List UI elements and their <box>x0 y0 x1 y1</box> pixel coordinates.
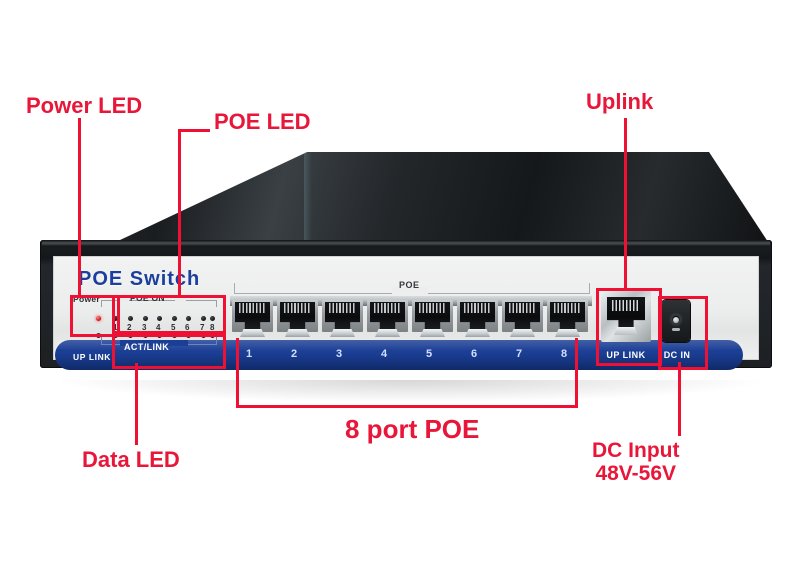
annotation-box-power-led <box>70 295 120 337</box>
rj45-port[interactable] <box>232 300 273 344</box>
port-latch-tab <box>285 329 310 337</box>
annotation-label-data-led: Data LED <box>82 447 180 472</box>
uplink-port-label: UP LINK <box>606 350 646 360</box>
port-latch-tab <box>330 329 355 337</box>
uplink-port-latch-tab <box>614 327 638 335</box>
dc-jack-center-pin <box>673 317 679 323</box>
port-latch-tab <box>375 329 400 337</box>
annotation-leader-power-led <box>78 118 81 296</box>
port-number-label: 6 <box>470 348 478 360</box>
act-link-bracket-gap <box>120 340 188 346</box>
poe-on-bracket <box>101 300 217 307</box>
rj45-port[interactable] <box>367 300 408 344</box>
port-number-label: 5 <box>425 348 433 360</box>
port-pins <box>239 303 266 313</box>
annotation-label-power-led: Power LED <box>26 93 143 118</box>
annotation-box-data-led <box>112 331 226 369</box>
device-top-lid <box>102 152 772 248</box>
port-pins <box>419 303 446 313</box>
annotation-bracket-8port-bottom <box>236 405 578 408</box>
rj45-port[interactable] <box>322 300 363 344</box>
port-latch-tab <box>240 329 265 337</box>
poe-led-lamp <box>201 316 206 321</box>
port-pins <box>464 303 491 313</box>
annotation-label-dc-input: DC Input 48V-56V <box>592 439 680 485</box>
poe-led-number: 4 <box>156 323 161 332</box>
poe-port-group-bracket-gap <box>392 287 428 294</box>
poe-led-lamp <box>143 316 148 321</box>
poe-led-number: 1 <box>113 323 118 332</box>
annotation-leader-data-led <box>135 363 138 445</box>
port-bank-rail <box>230 296 592 306</box>
poe-led-lamp <box>172 316 177 321</box>
port-latch-tab <box>420 329 445 337</box>
rj45-port[interactable] <box>277 300 318 344</box>
uplink-rj45-port[interactable] <box>601 290 651 342</box>
poe-on-label: POE ON <box>130 293 165 303</box>
annotation-box-uplink <box>596 288 662 366</box>
poe-on-bracket-gap-right <box>175 298 186 302</box>
device-shadow <box>60 380 760 402</box>
port-number-label: 3 <box>335 348 343 360</box>
poe-led-lamp <box>210 316 215 321</box>
power-led-lamp <box>96 316 101 321</box>
dc-jack-keyway <box>672 328 680 331</box>
annotation-label-poe-led: POE LED <box>214 109 311 134</box>
annotation-leader-poe-led-horizontal <box>178 129 210 132</box>
annotation-box-dc-input <box>658 296 708 370</box>
power-led-label: Power <box>73 294 101 304</box>
rj45-port[interactable] <box>502 300 543 344</box>
poe-led-number: 2 <box>127 323 132 332</box>
port-number-label: 8 <box>560 348 568 360</box>
annotation-leader-uplink <box>624 118 627 290</box>
annotation-bracket-8port-left <box>236 338 239 408</box>
poe-led-number: 3 <box>142 323 147 332</box>
port-latch-tab <box>510 329 535 337</box>
poe-led-number: 5 <box>171 323 176 332</box>
annotation-label-dc-input-line1: DC Input <box>592 439 680 462</box>
port-number-label: 1 <box>245 348 253 360</box>
rj45-port[interactable] <box>547 300 588 344</box>
port-number-label: 2 <box>290 348 298 360</box>
poe-led-number: 8 <box>210 323 215 332</box>
rj45-port[interactable] <box>412 300 453 344</box>
annotation-bracket-8port-right <box>575 338 578 408</box>
port-pins <box>554 303 581 313</box>
annotation-label-uplink: Uplink <box>586 89 654 114</box>
port-number-label: 7 <box>515 348 523 360</box>
uplink-led-label: UP LINK <box>73 352 112 362</box>
poe-led-number: 7 <box>200 323 205 332</box>
dc-power-jack[interactable] <box>662 300 690 342</box>
poe-on-bracket-gap-left <box>118 298 129 302</box>
poe-led-lamp <box>128 316 133 321</box>
port-pins <box>329 303 356 313</box>
poe-port-group-label: POE <box>399 280 420 290</box>
annotation-label-dc-input-line2: 48V-56V <box>595 461 677 485</box>
front-blue-band-gloss <box>55 340 743 351</box>
annotation-label-8-port-poe: 8 port POE <box>345 414 480 444</box>
annotation-box-poe-led <box>112 295 226 337</box>
port-pins <box>509 303 536 313</box>
dc-jack-label: DC IN <box>663 350 691 360</box>
rj45-port[interactable] <box>457 300 498 344</box>
poe-led-number: 6 <box>185 323 190 332</box>
annotation-leader-poe-led-vertical <box>178 132 181 296</box>
poe-led-lamp <box>157 316 162 321</box>
uplink-port-pins <box>612 300 640 311</box>
lid-lip-highlight <box>42 240 770 247</box>
port-latch-tab <box>465 329 490 337</box>
port-pins <box>374 303 401 313</box>
port-number-label: 4 <box>380 348 388 360</box>
port-pins <box>284 303 311 313</box>
port-latch-tab <box>555 329 580 337</box>
poe-led-lamp <box>186 316 191 321</box>
act-link-label: ACT/LINK <box>124 342 170 352</box>
lid-sheen <box>303 152 312 248</box>
rj45-port-bank <box>230 296 592 344</box>
brand-label: POE Switch <box>78 268 201 290</box>
poe-led-lamp <box>113 316 118 321</box>
annotation-leader-dc-input <box>678 362 681 436</box>
